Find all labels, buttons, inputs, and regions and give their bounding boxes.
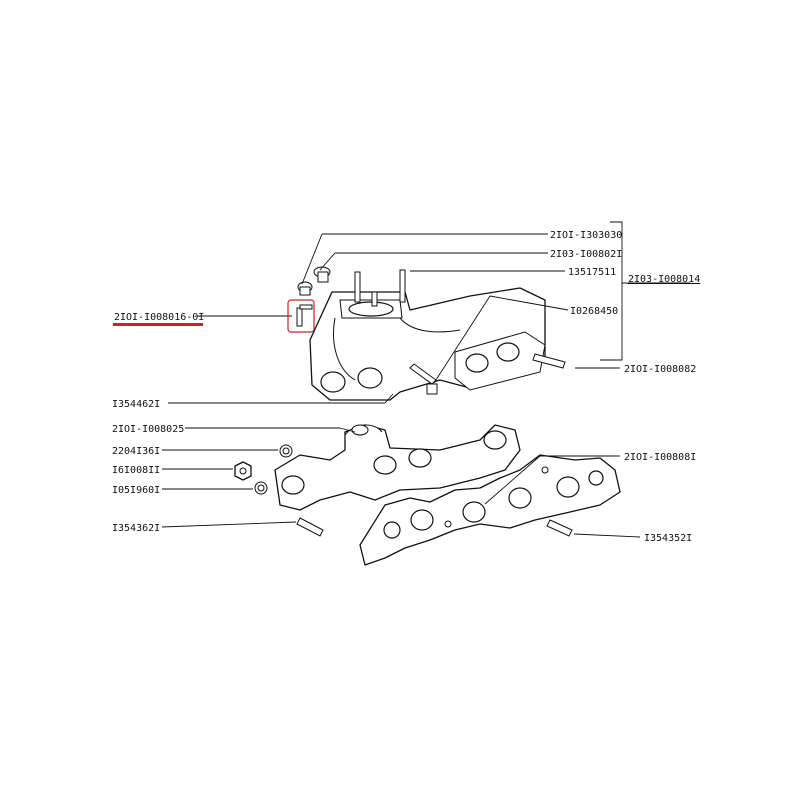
callout-labels: 2IOI-I303030 2I03-I00802I 13517511 2I03-…: [112, 230, 700, 544]
label-13517511: 13517511: [568, 267, 616, 278]
intake-manifold: [309, 287, 546, 401]
exhaust-gasket: [359, 454, 621, 566]
highlight-box: [287, 299, 315, 333]
exhaust-manifold: [274, 424, 521, 511]
label-10268450: I0268450: [570, 306, 618, 317]
label-2204136: 2204I36I: [112, 446, 160, 457]
label-2101-1008082: 2IOI-I008082: [624, 364, 696, 375]
label-2101-1008016-01: 2IOI-I008016-0I: [114, 312, 204, 323]
label-1051960: I05I960I: [112, 485, 160, 496]
intake-studs: [296, 266, 566, 395]
leader-lines: [161, 221, 690, 538]
label-2103-1008021: 2I03-I00802I: [550, 249, 622, 260]
label-2103-1008014: 2I03-I008014: [628, 274, 700, 285]
label-2101-1008081: 2IOI-I00808I: [624, 452, 696, 463]
label-1354352: I354352I: [644, 533, 692, 544]
label-1354362: I354362I: [112, 523, 160, 534]
label-1610081: I6I008II: [112, 465, 160, 476]
highlight-underline: [113, 323, 203, 326]
label-2101-1303030: 2IOI-I303030: [550, 230, 622, 241]
label-1354462: I354462I: [112, 399, 160, 410]
fasteners-left: [234, 444, 324, 537]
label-2101-1008025: 2IOI-I008025: [112, 424, 184, 435]
selected-part-highlight: [113, 299, 315, 333]
